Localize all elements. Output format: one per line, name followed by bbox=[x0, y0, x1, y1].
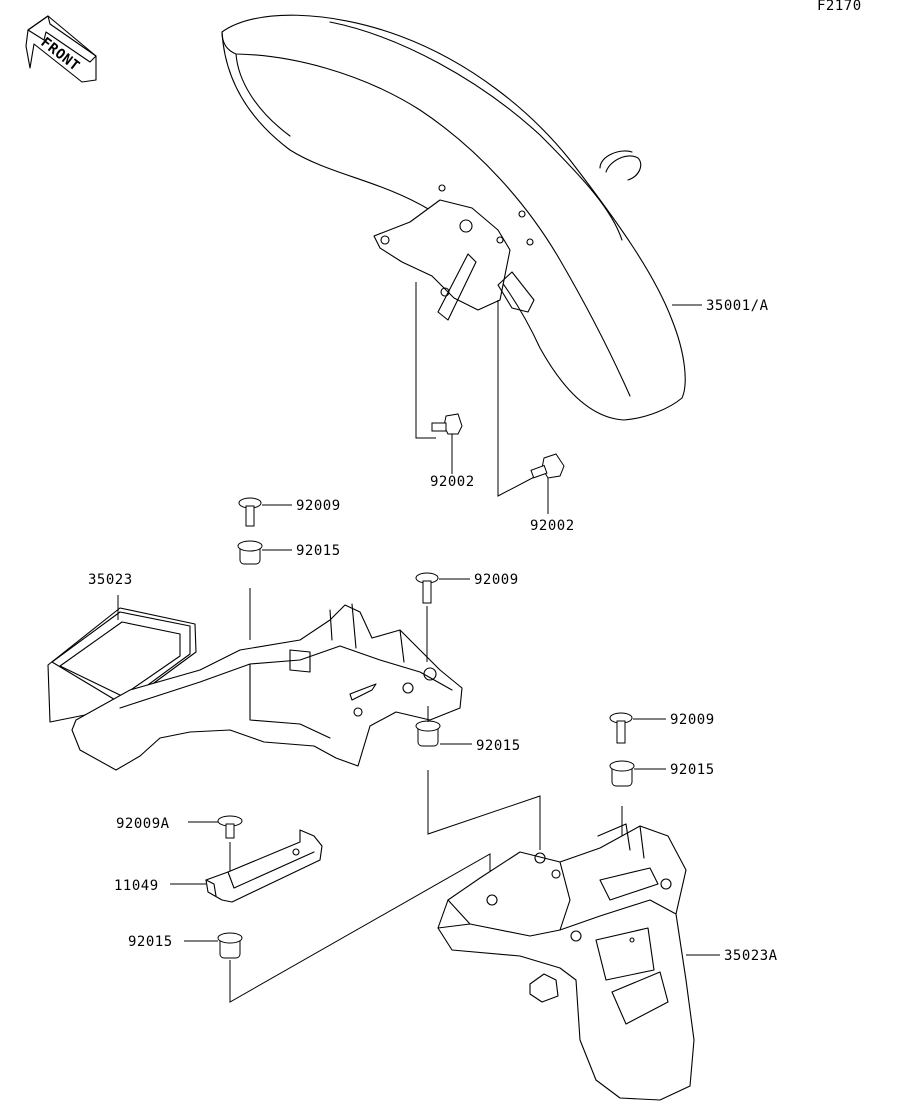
bracket-11049: 11049 bbox=[114, 829, 323, 903]
grommet-92015-right: 92015 bbox=[609, 760, 715, 860]
callout-rear-fender-rear: 35023A bbox=[724, 948, 778, 964]
front-fender: 35001/A bbox=[221, 14, 769, 421]
callout-rear-fender-front: 35023 bbox=[88, 572, 133, 588]
callout-bolt-1: 92002 bbox=[430, 474, 475, 490]
callout-grommet-right: 92015 bbox=[670, 762, 715, 778]
screw-92009-center: 92009 bbox=[415, 572, 519, 662]
screw-92009-left: 92009 bbox=[238, 497, 341, 527]
callout-screw-center: 92009 bbox=[474, 572, 519, 588]
screw-92009a: 92009A bbox=[116, 815, 243, 878]
callout-screw-right: 92009 bbox=[670, 712, 715, 728]
bolt-92002-a: 92002 bbox=[430, 413, 475, 490]
callout-grommet-center: 92015 bbox=[476, 738, 521, 754]
callout-screw-a: 92009A bbox=[116, 816, 170, 832]
grommet-92015-lower: 92015 bbox=[128, 853, 491, 1003]
grommet-92015-left: 92015 bbox=[237, 540, 341, 640]
screw-92009-right: 92009 bbox=[609, 712, 715, 744]
rear-fender-front: 35023 bbox=[47, 572, 463, 771]
callout-front-fender: 35001/A bbox=[706, 298, 769, 314]
front-arrow-icon: FRONT bbox=[25, 15, 97, 83]
bolt-92002-b: 92002 bbox=[530, 453, 575, 534]
callout-grommet-lower: 92015 bbox=[128, 934, 173, 950]
rear-fender-rear: 35023A bbox=[437, 823, 778, 1101]
callout-grommet-left: 92015 bbox=[296, 543, 341, 559]
callout-bolt-2: 92002 bbox=[530, 518, 575, 534]
callout-screw-left: 92009 bbox=[296, 498, 341, 514]
callout-bracket: 11049 bbox=[114, 878, 159, 894]
figure-code: F2170 bbox=[817, 0, 862, 14]
grommet-92015-center: 92015 bbox=[415, 706, 541, 850]
